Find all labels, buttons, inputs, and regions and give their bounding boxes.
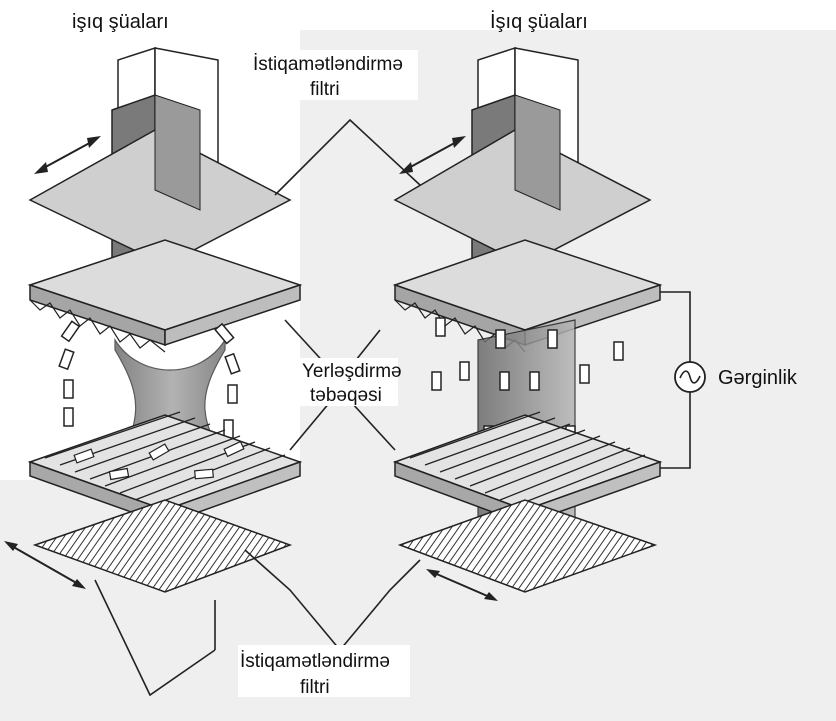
top-filter-label-line1: İstiqamətləndirmə	[253, 54, 403, 75]
right-assembly	[392, 46, 663, 601]
left-bottom-filter	[32, 499, 293, 593]
left-light-wall-shade	[154, 94, 201, 211]
right-bottom-filter	[397, 499, 658, 593]
left-bottom-arrow	[9, 544, 81, 586]
bottom-filter-label-line2: filtri	[300, 677, 330, 698]
bottom-filter-label-line1: İstiqamətləndirmə	[240, 651, 390, 672]
right-top-filter	[393, 129, 652, 266]
left-top-filter	[28, 129, 292, 266]
left-liquid-crystal-molecules	[58, 320, 241, 439]
right-light-label: İşıq şüaları	[490, 10, 588, 33]
left-polarization-arrow	[39, 139, 96, 171]
left-upper-glass	[27, 239, 303, 331]
alignment-label-line2: təbəqəsi	[310, 385, 382, 406]
voltage-label: Gərginlik	[718, 367, 798, 389]
top-filter-label-line2: filtri	[310, 79, 340, 100]
right-bottom-arrow	[431, 571, 493, 599]
left-light-label: işıq şüaları	[72, 11, 169, 33]
top-filter-leader	[274, 118, 421, 196]
alignment-label-line1: Yerləşdirmə	[302, 361, 402, 382]
left-assembly	[4, 46, 303, 593]
right-polarization-arrow	[404, 139, 461, 171]
